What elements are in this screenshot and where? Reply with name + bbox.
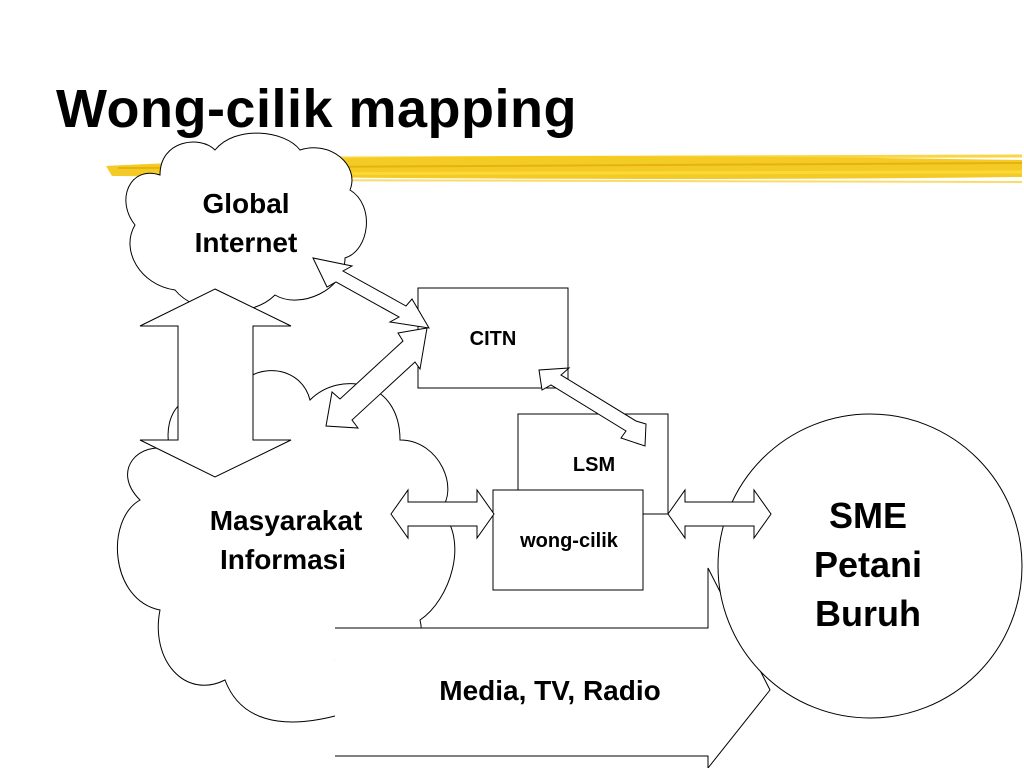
slide-title: Wong-cilik mapping [56,79,577,139]
wong-cilik-label: wong-cilik [519,530,619,552]
masyarakat-label-line1: Masyarakat [210,505,363,536]
global-internet-label-line1: Global [202,188,289,219]
internet-masyarakat-arrow [139,288,292,478]
internet-citn-arrow [312,257,430,329]
wong-cilik-box [492,489,644,591]
wongcilik-sme-arrow [667,488,772,540]
citn-label: CITN [470,328,517,350]
sme-label-line1: SME [829,495,907,536]
lsm-label: LSM [573,454,615,476]
global-internet-cloud [125,132,367,312]
global-internet-label-line2: Internet [195,227,298,258]
sme-circle [717,413,1023,719]
citn-masyarakat-arrow [325,327,428,429]
media-arrow [335,567,771,768]
sme-label-line3: Buruh [815,593,921,634]
media-label: Media, TV, Radio [439,675,660,706]
masyarakat-wongcilik-arrow [390,488,495,540]
citn-lsm-arrow [538,367,647,447]
masyarakat-label-line2: Informasi [220,544,346,575]
sme-label-line2: Petani [814,544,922,585]
